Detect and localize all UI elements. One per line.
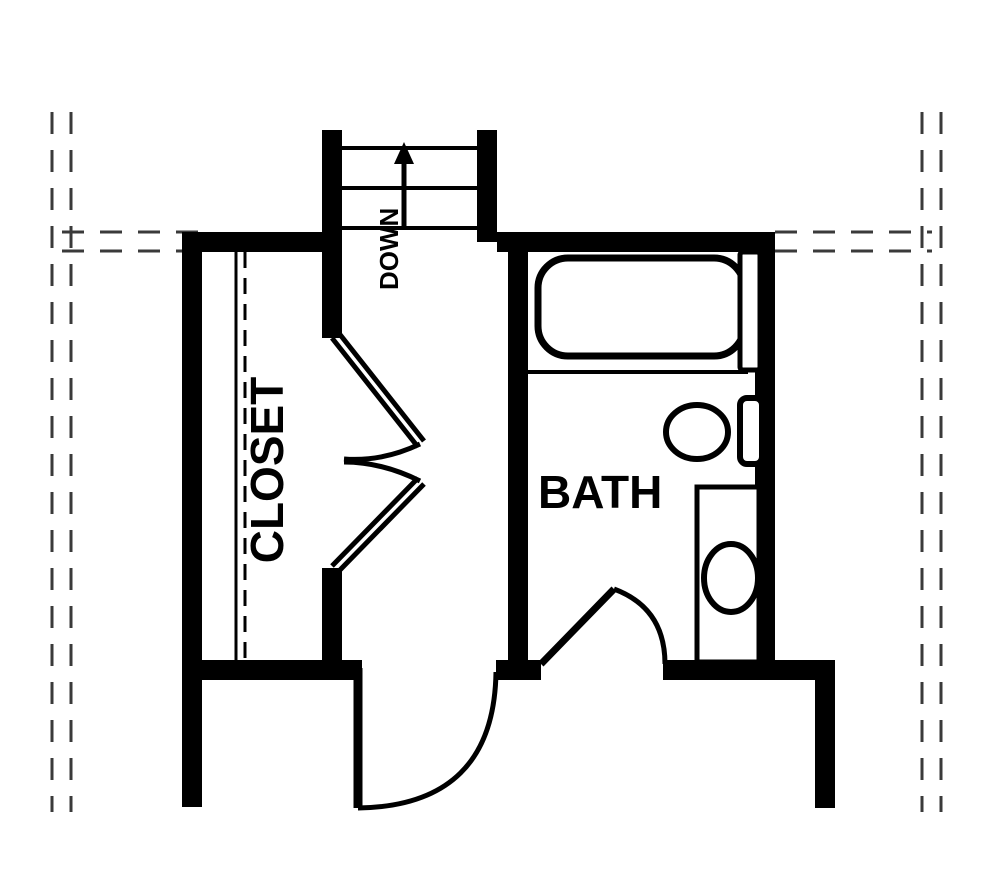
- toilet-group: [663, 395, 765, 467]
- bifold-panel-4[interactable]: [330, 476, 420, 568]
- wall-right-return: [815, 660, 835, 808]
- room-label-bath: BATH: [538, 466, 662, 518]
- closet-bifold-door-group[interactable]: [330, 330, 426, 574]
- vanity-sink-basin: [701, 541, 761, 615]
- wall-left-exterior: [182, 232, 202, 807]
- toilet-tank: [737, 395, 765, 467]
- wall-stair-right: [477, 130, 497, 242]
- room-label-closet: CLOSET: [241, 377, 293, 564]
- wall-top-right: [497, 232, 775, 252]
- bath-swing-door-group[interactable]: [538, 586, 668, 667]
- wall-bath-threshold-left: [496, 660, 541, 680]
- wall-closet-partition-lower: [322, 568, 342, 670]
- stair-direction-arrow-head: [394, 142, 414, 164]
- bath-door-panel[interactable]: [538, 586, 617, 667]
- bath-door-swing-arc: [613, 586, 668, 665]
- wall-closet-partition-upper: [322, 240, 342, 338]
- vanity-group: [694, 484, 762, 665]
- bathtub-group: [528, 249, 763, 374]
- wall-stair-left: [322, 130, 342, 240]
- bifold-panel-1[interactable]: [330, 336, 420, 449]
- wall-top-left: [182, 232, 342, 252]
- toilet-bowl: [663, 402, 731, 462]
- closet-shelf-group: [234, 252, 247, 660]
- bifold-panel-1-edge[interactable]: [336, 330, 426, 443]
- bathtub-basin: [534, 254, 748, 360]
- hall-door-swing-arc: [357, 671, 499, 811]
- stair-group: DOWN: [342, 142, 478, 290]
- bifold-panel-4-edge[interactable]: [336, 482, 426, 574]
- tub-surround-panel: [737, 249, 763, 373]
- wall-bottom-right: [663, 660, 835, 680]
- hall-swing-door-group[interactable]: [353, 668, 499, 811]
- bifold-panel-3[interactable]: [343, 459, 422, 484]
- wall-bath-partition: [508, 240, 528, 668]
- stair-down-label: DOWN: [374, 208, 404, 290]
- wall-closet-bottom: [182, 660, 362, 680]
- bifold-panel-2[interactable]: [343, 441, 422, 462]
- break-lines-group: [50, 112, 943, 812]
